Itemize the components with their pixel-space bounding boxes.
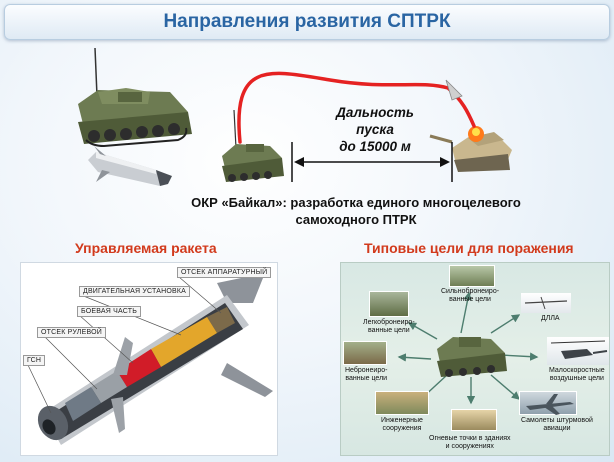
okr-line-2: самоходного ПТРК [295,212,417,227]
page-title: Направления развития СПТРК [163,11,451,32]
okr-line-1: ОКР «Байкал»: разработка единого многоце… [191,195,521,210]
fire-points-thumbnail [451,409,497,431]
target-label-light-armor: Легкобронеиро- ванные цели [363,319,415,334]
light-armor-thumbnail [369,291,409,317]
engineering-thumbnail [375,391,429,415]
missile-section-heading: Управляемая ракета [75,240,217,256]
heavy-armor-thumbnail [449,265,495,287]
center-combat-vehicle [437,337,507,377]
title-bar: Направления развития СПТРК [4,4,610,40]
callout-seeker: ГСН [23,355,46,366]
callout-steering-compartment: ОТСЕК РУЛЕВОЙ [37,327,106,338]
uav-icon [524,296,568,310]
callout-warhead: БОЕВАЯ ЧАСТЬ [77,306,142,317]
callout-engine: ДВИГАТЕЛЬНАЯ УСТАНОВКА [79,286,191,297]
range-line-3: до 15000 м [339,139,411,154]
target-label-fire-points: Огневые точки в зданиях и сооружениях [429,435,511,450]
callout-instrument-compartment: ОТСЕК АППАРАТУРНЫЙ [177,267,272,278]
target-label-engineering: Инженерные сооружения [381,417,423,432]
targets-section-heading: Типовые цели для поражения [364,240,574,256]
combat-vehicle-launcher [222,109,284,182]
unarmored-thumbnail [343,341,387,365]
attack-aircraft-thumbnail [519,391,577,415]
uav-thumbnail [521,293,571,313]
target-label-low-speed-air: Малоскоростные воздушные цели [549,367,605,382]
missile-trajectory [237,71,476,144]
guided-missile-photo [88,146,172,186]
target-label-attack-aircraft: Самолеты штурмовой авиации [521,417,593,432]
okr-description: ОКР «Байкал»: разработка единого многоце… [160,194,552,228]
aircraft-icon [526,394,574,415]
launch-illustration [78,47,512,186]
low-speed-air-thumbnail [547,337,609,365]
combat-vehicle-large [78,47,192,148]
launch-range-label: Дальность пуска до 15000 м [300,104,450,155]
targets-panel: Сильнобронеиро- ванные цели ДЛЛА Легкобр… [340,262,610,456]
range-arrow [291,142,453,182]
missile-cutaway-panel: ОТСЕК АППАРАТУРНЫЙ ДВИГАТЕЛЬНАЯ УСТАНОВК… [20,262,278,456]
target-label-unarmored: Небронеиро- ванные цели [345,367,388,382]
missile-cutaway-diagram [26,273,273,445]
target-label-heavy-armor: Сильнобронеиро- ванные цели [441,288,500,303]
range-line-1: Дальность [336,105,414,120]
target-tank [429,126,512,172]
target-label-uav: ДЛЛА [541,315,560,322]
range-line-2: пуска [356,122,394,137]
helicopter-icon [550,340,608,359]
target-connectors [397,291,539,405]
